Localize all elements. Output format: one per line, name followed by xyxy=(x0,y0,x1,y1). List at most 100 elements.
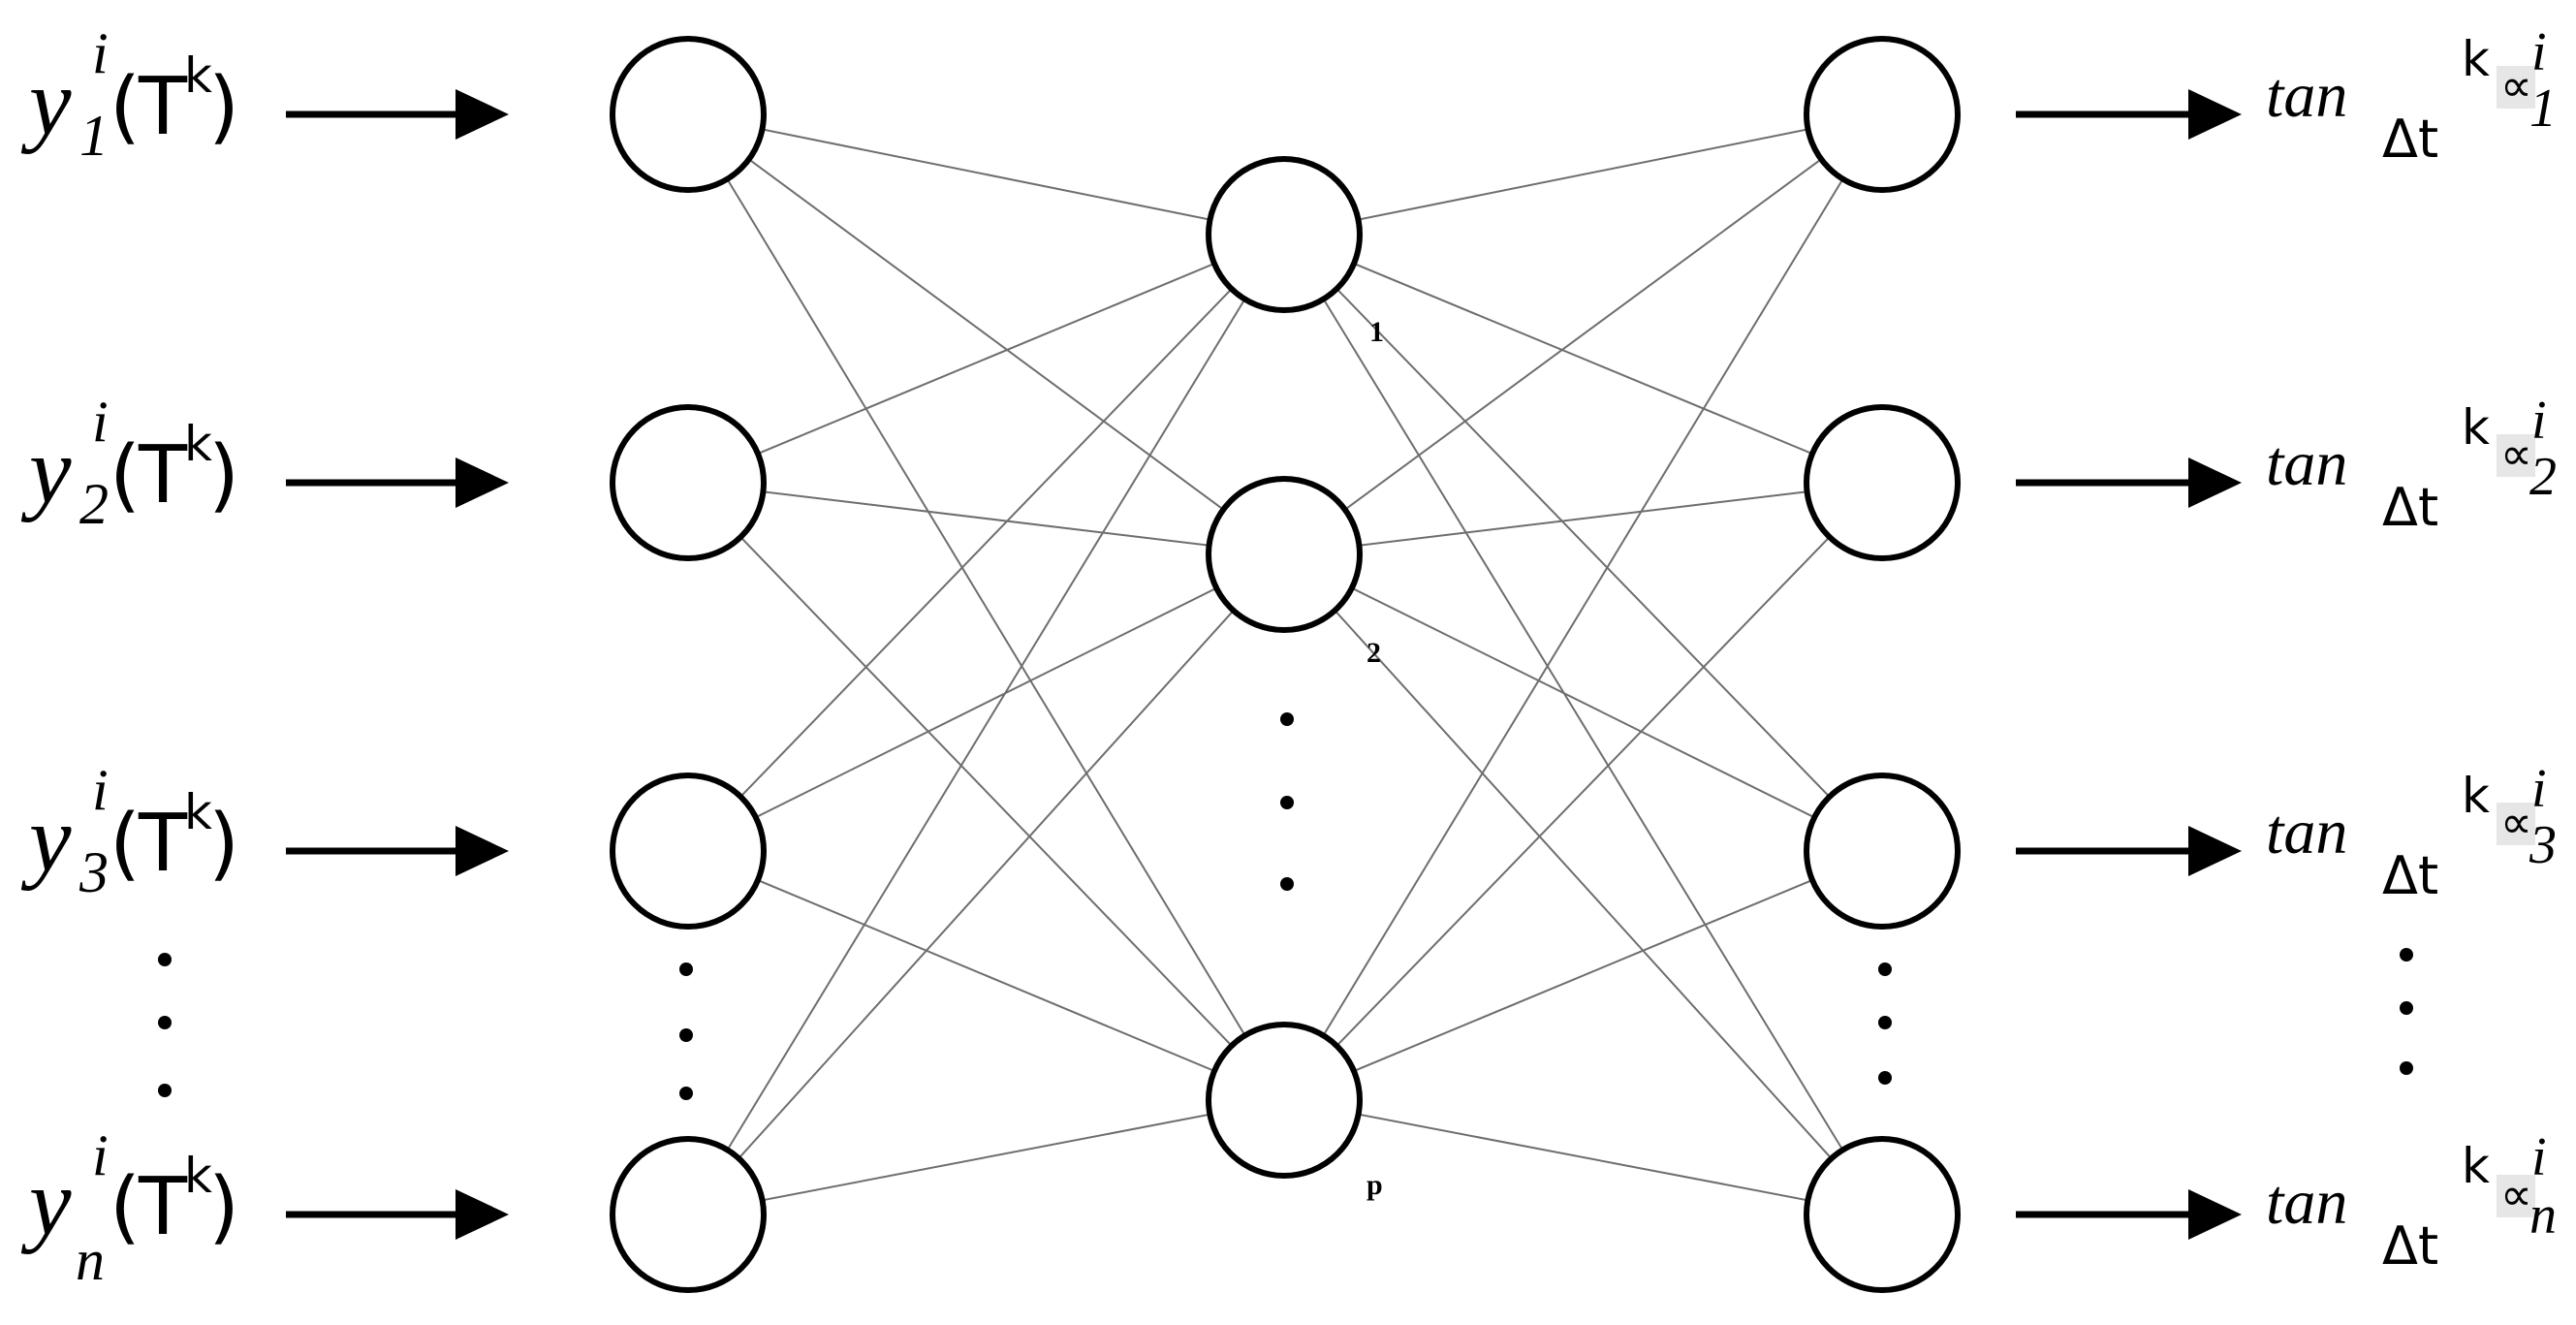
input-label-T: T xyxy=(138,798,188,890)
ellipsis-dots xyxy=(158,712,2413,1100)
input-layer-ellipsis xyxy=(679,962,693,1100)
input-label-open-paren: ( xyxy=(110,429,141,521)
input-label-k: k xyxy=(184,416,212,472)
hidden-label-p: p xyxy=(1367,1169,1383,1201)
connection-input-2-hidden-3 xyxy=(687,482,1285,1101)
input-arrow-3 xyxy=(286,826,509,876)
output-layer-ellipsis xyxy=(1878,962,1892,1085)
connection-input-4-hidden-2 xyxy=(687,553,1285,1215)
output-label-fn: tan xyxy=(2266,797,2347,868)
input-label-symbol: y xyxy=(20,787,72,892)
output-label-sub: 2 xyxy=(2529,447,2557,507)
connection-input-1-hidden-1 xyxy=(687,113,1285,236)
input-label-close-paren: ) xyxy=(208,798,239,890)
input-label-sup: i xyxy=(92,1123,109,1187)
connection-hidden-2-output-4 xyxy=(1283,553,1883,1215)
output-label-k: k xyxy=(2462,768,2490,824)
output-label-sup: i xyxy=(2531,759,2547,819)
output-label-fn: tan xyxy=(2266,1167,2347,1238)
input-label-symbol: y xyxy=(20,419,72,523)
connection-hidden-1-output-2 xyxy=(1283,234,1883,484)
output-label-sup: i xyxy=(2531,391,2547,451)
input-label-T: T xyxy=(138,429,188,521)
output-labels: tan Δt k ∝ i 1 tan Δt k ∝ i 2 tan Δt k ∝… xyxy=(2266,22,2557,1277)
input-label-symbol: y xyxy=(20,1151,72,1255)
output-label-sub: n xyxy=(2529,1185,2557,1246)
output-label-sub: 3 xyxy=(2529,815,2557,875)
input-label-sub: 3 xyxy=(79,840,109,904)
input-label-k: k xyxy=(184,47,212,104)
hidden-node-labels: 1 2 p xyxy=(1367,316,1384,1201)
connection-input-2-hidden-1 xyxy=(687,234,1285,484)
alpha-highlight xyxy=(2497,803,2535,845)
input-label-n: y i n ( T k ) xyxy=(20,1123,239,1292)
connection-input-3-hidden-1 xyxy=(687,234,1285,852)
input-arrow-4 xyxy=(286,1189,509,1240)
output-node-n xyxy=(1804,1136,1961,1293)
output-label-fn: tan xyxy=(2266,60,2347,131)
connection-input-1-hidden-2 xyxy=(687,113,1285,555)
input-label-sup: i xyxy=(92,21,109,85)
output-label-k: k xyxy=(2462,1138,2490,1194)
output-label-3: tan Δt k ∝ i 3 xyxy=(2266,759,2557,906)
connection-hidden-1-output-4 xyxy=(1283,234,1883,1215)
input-label-k: k xyxy=(184,1148,212,1204)
output-arrow-1 xyxy=(2016,89,2242,140)
input-label-close-paren: ) xyxy=(208,429,239,521)
connection-hidden-2-output-2 xyxy=(1283,482,1883,555)
connection-hidden-3-output-3 xyxy=(1283,850,1883,1101)
output-label-2: tan Δt k ∝ i 2 xyxy=(2266,391,2557,538)
input-arrow-1 xyxy=(286,89,509,140)
output-label-alpha: ∝ xyxy=(2500,1168,2532,1220)
input-label-T: T xyxy=(138,61,188,153)
alpha-highlight xyxy=(2497,66,2535,109)
input-layer xyxy=(610,36,767,1293)
hidden-node-1 xyxy=(1206,156,1363,313)
connection-hidden-1-output-3 xyxy=(1283,234,1883,852)
output-label-alpha: ∝ xyxy=(2500,427,2532,480)
input-label-sub: n xyxy=(76,1228,105,1292)
input-label-open-paren: ( xyxy=(110,1161,141,1253)
input-node-n xyxy=(610,1136,767,1293)
output-label-sup: i xyxy=(2531,22,2547,82)
input-node-2 xyxy=(610,404,767,561)
alpha-highlight xyxy=(2497,434,2535,477)
input-arrows xyxy=(286,89,509,1240)
hidden-label-1: 1 xyxy=(1369,316,1384,348)
hidden-layer-ellipsis xyxy=(1280,712,1294,891)
output-label-1: tan Δt k ∝ i 1 xyxy=(2266,22,2557,170)
connection-input-3-hidden-2 xyxy=(687,553,1285,852)
input-arrow-2 xyxy=(286,457,509,508)
output-label-ellipsis xyxy=(2400,948,2413,1075)
input-label-open-paren: ( xyxy=(110,798,141,890)
output-label-dt: Δt xyxy=(2382,845,2438,906)
connection-hidden-3-output-1 xyxy=(1283,113,1883,1101)
input-label-1: y i 1 ( T k ) xyxy=(20,21,239,168)
connection-hidden-3-output-4 xyxy=(1283,1099,1883,1215)
input-label-close-paren: ) xyxy=(208,1161,239,1253)
connection-input-2-hidden-2 xyxy=(687,482,1285,555)
output-node-3 xyxy=(1804,773,1961,930)
output-node-2 xyxy=(1804,404,1961,561)
input-label-open-paren: ( xyxy=(110,61,141,153)
output-arrow-2 xyxy=(2016,457,2242,508)
input-label-k: k xyxy=(184,784,212,840)
alpha-highlight xyxy=(2497,1175,2535,1217)
connections xyxy=(687,113,1883,1215)
input-label-2: y i 2 ( T k ) xyxy=(20,390,239,536)
output-arrow-4 xyxy=(2016,1189,2242,1240)
connection-hidden-3-output-2 xyxy=(1283,482,1883,1101)
input-label-sup: i xyxy=(92,758,109,822)
input-label-sup: i xyxy=(92,390,109,454)
output-label-sup: i xyxy=(2531,1127,2547,1187)
output-label-sub: 1 xyxy=(2529,79,2557,139)
input-label-3: y i 3 ( T k ) xyxy=(20,758,239,904)
output-label-dt: Δt xyxy=(2382,1215,2438,1277)
output-label-k: k xyxy=(2462,399,2490,456)
input-label-sub: 1 xyxy=(79,104,109,168)
output-arrows xyxy=(2016,89,2242,1240)
connection-input-1-hidden-3 xyxy=(687,113,1285,1101)
input-label-symbol: y xyxy=(20,50,72,155)
input-node-1 xyxy=(610,36,767,193)
